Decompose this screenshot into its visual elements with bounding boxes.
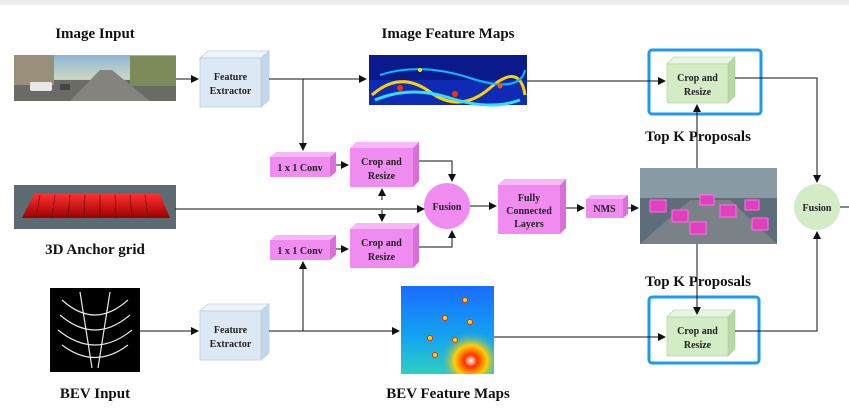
fusion-right-node: Fusion [794, 184, 840, 230]
bev-feature-maps-label: BEV Feature Maps [386, 386, 510, 402]
feature-extractor-top-line2: Extractor [210, 86, 252, 97]
conv-top-label: 1 x 1 Conv [277, 163, 322, 174]
top-k-proposals-lower-label: Top K Proposals [645, 274, 751, 290]
crop-resize-right-bottom-line1: Crop and [677, 326, 718, 337]
crop-resize-right-top-line2: Resize [684, 87, 712, 98]
feature-extractor-bottom-line1: Feature [214, 325, 248, 336]
crop-resize-mid-bottom-box: Crop and Resize [350, 223, 419, 268]
image-input-photo [14, 55, 176, 101]
highlight-frame-bottom [647, 295, 761, 365]
anchor-grid-image [14, 185, 176, 229]
fusion-mid-label: Fusion [433, 202, 462, 213]
feature-extractor-bottom-line2: Extractor [210, 339, 252, 350]
fully-connected-box: Fully Connected Layers [498, 179, 566, 234]
fully-connected-line2: Connected [506, 206, 552, 217]
anchor-grid-label: 3D Anchor grid [45, 242, 145, 258]
feature-extractor-top-box: Feature Extractor [198, 50, 271, 108]
feature-extractor-top-line1: Feature [214, 72, 248, 83]
fusion-mid-node: Fusion [424, 183, 470, 229]
top-border [0, 0, 849, 5]
highlight-frame-top [647, 48, 763, 116]
connectors [140, 75, 849, 341]
crop-resize-right-bottom-box: Crop and Resize [666, 309, 736, 357]
conv-bottom-label: 1 x 1 Conv [277, 246, 322, 257]
crop-resize-right-bottom-line2: Resize [684, 340, 712, 351]
image-feature-maps-label: Image Feature Maps [381, 26, 514, 42]
bev-input-label: BEV Input [60, 386, 130, 402]
fully-connected-line3: Layers [514, 219, 544, 230]
crop-resize-mid-bottom-line1: Crop and [361, 238, 402, 249]
conv-bottom-box: 1 x 1 Conv [270, 235, 336, 260]
image-input-label: Image Input [55, 26, 135, 42]
conv-top-box: 1 x 1 Conv [270, 152, 336, 177]
crop-resize-mid-bottom-line2: Resize [368, 252, 396, 263]
crop-resize-mid-top-box: Crop and Resize [350, 142, 419, 187]
top-k-proposals-upper-label: Top K Proposals [645, 129, 751, 145]
nms-label: NMS [593, 204, 616, 215]
proposals-image [640, 168, 777, 244]
image-feature-map [369, 55, 527, 107]
crop-resize-mid-top-line1: Crop and [361, 157, 402, 168]
bev-feature-map [401, 286, 494, 374]
nms-box: NMS [586, 195, 628, 218]
bev-input-image [50, 288, 140, 372]
crop-resize-right-top-line1: Crop and [677, 73, 718, 84]
feature-extractor-bottom-box: Feature Extractor [198, 303, 271, 361]
fully-connected-line1: Fully [518, 193, 540, 204]
crop-resize-right-top-box: Crop and Resize [666, 56, 736, 104]
crop-resize-mid-top-line2: Resize [368, 171, 396, 182]
fusion-right-label: Fusion [803, 203, 832, 214]
